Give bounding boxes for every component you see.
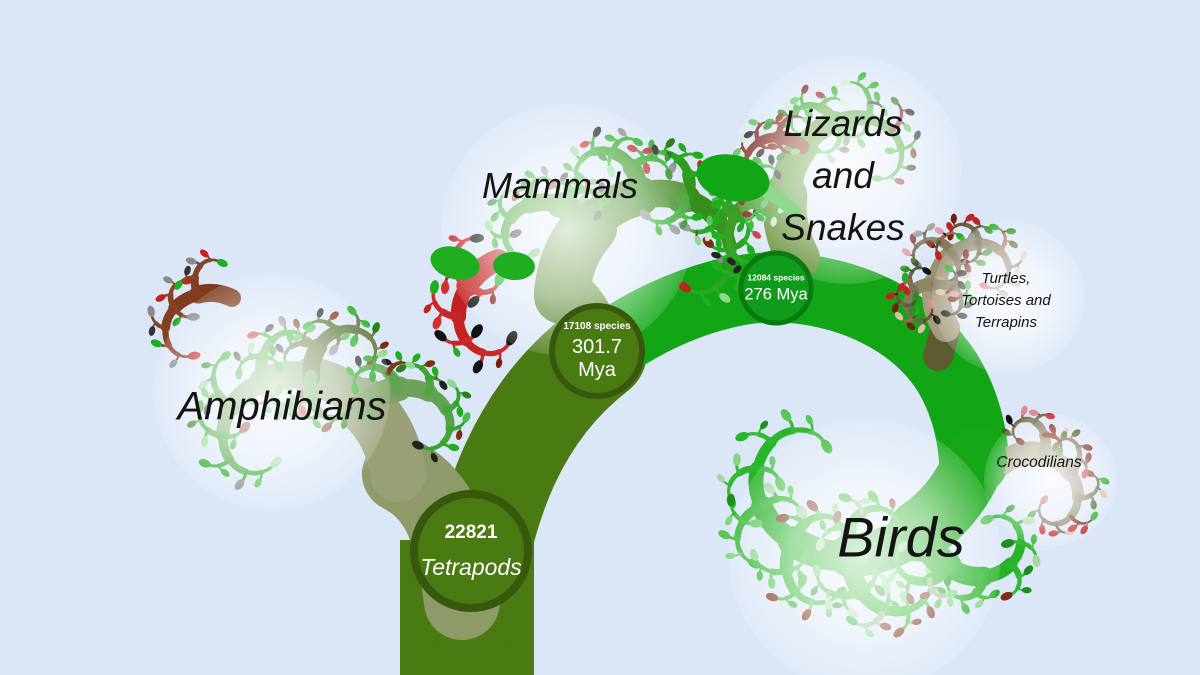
clade-label-amphibians[interactable]: Amphibians — [177, 385, 386, 430]
tuatara-leaf[interactable] — [692, 148, 774, 208]
node-age: 301.7 Mya — [571, 335, 623, 381]
clade-label-crocodilians[interactable]: Crocodilians — [996, 454, 1081, 472]
label-line: Mammals — [481, 165, 639, 206]
label-line: Tortoises and — [961, 292, 1051, 309]
label-line: Snakes — [781, 207, 905, 248]
mammal-leaf — [430, 246, 480, 280]
label-line: and — [812, 155, 874, 196]
sauropsid-arc — [563, 252, 1009, 495]
clade-highlight-amphibians[interactable] — [154, 274, 390, 510]
accent-leaves — [430, 148, 802, 281]
node-circle-tetrapods[interactable]: 22821 Tetrapods — [410, 490, 532, 612]
clade-highlight-turtles[interactable] — [932, 221, 1084, 373]
clade-highlights — [154, 56, 1116, 675]
node-circle-reptile-split[interactable]: 12084 species 276 Mya — [738, 250, 814, 326]
node-age: 276 Mya — [744, 285, 808, 303]
label-line: Birds — [837, 505, 965, 569]
label-line: Turtles, — [981, 270, 1031, 287]
clade-label-turtles[interactable]: Turtles, Tortoises and Terrapins — [961, 268, 1051, 334]
label-line: Amphibians — [177, 384, 387, 429]
clade-highlight-birds[interactable] — [729, 419, 1001, 675]
node-species-count: 17108 species — [563, 320, 631, 332]
clade-label-lizards-and-snakes[interactable]: Lizards and Snakes — [781, 98, 904, 254]
label-line: Lizards — [783, 103, 903, 144]
node-clade-name: Tetrapods — [420, 553, 522, 580]
node-circle-amniote-split[interactable]: 17108 species 301.7 Mya — [549, 303, 645, 399]
label-line: Crocodilians — [996, 454, 1082, 471]
label-line: Terrapins — [975, 314, 1037, 331]
clade-highlight-lizards-and-snakes[interactable] — [733, 56, 961, 284]
clade-highlight-crocodilians[interactable] — [984, 414, 1116, 546]
clade-highlight-mammals[interactable] — [441, 104, 693, 356]
mammal-leaf — [493, 251, 535, 281]
clade-label-mammals[interactable]: Mammals — [482, 165, 638, 207]
node-species-count: 22821 — [444, 521, 498, 543]
clade-label-birds[interactable]: Birds — [837, 505, 965, 570]
node-species-count: 12084 species — [747, 272, 805, 282]
